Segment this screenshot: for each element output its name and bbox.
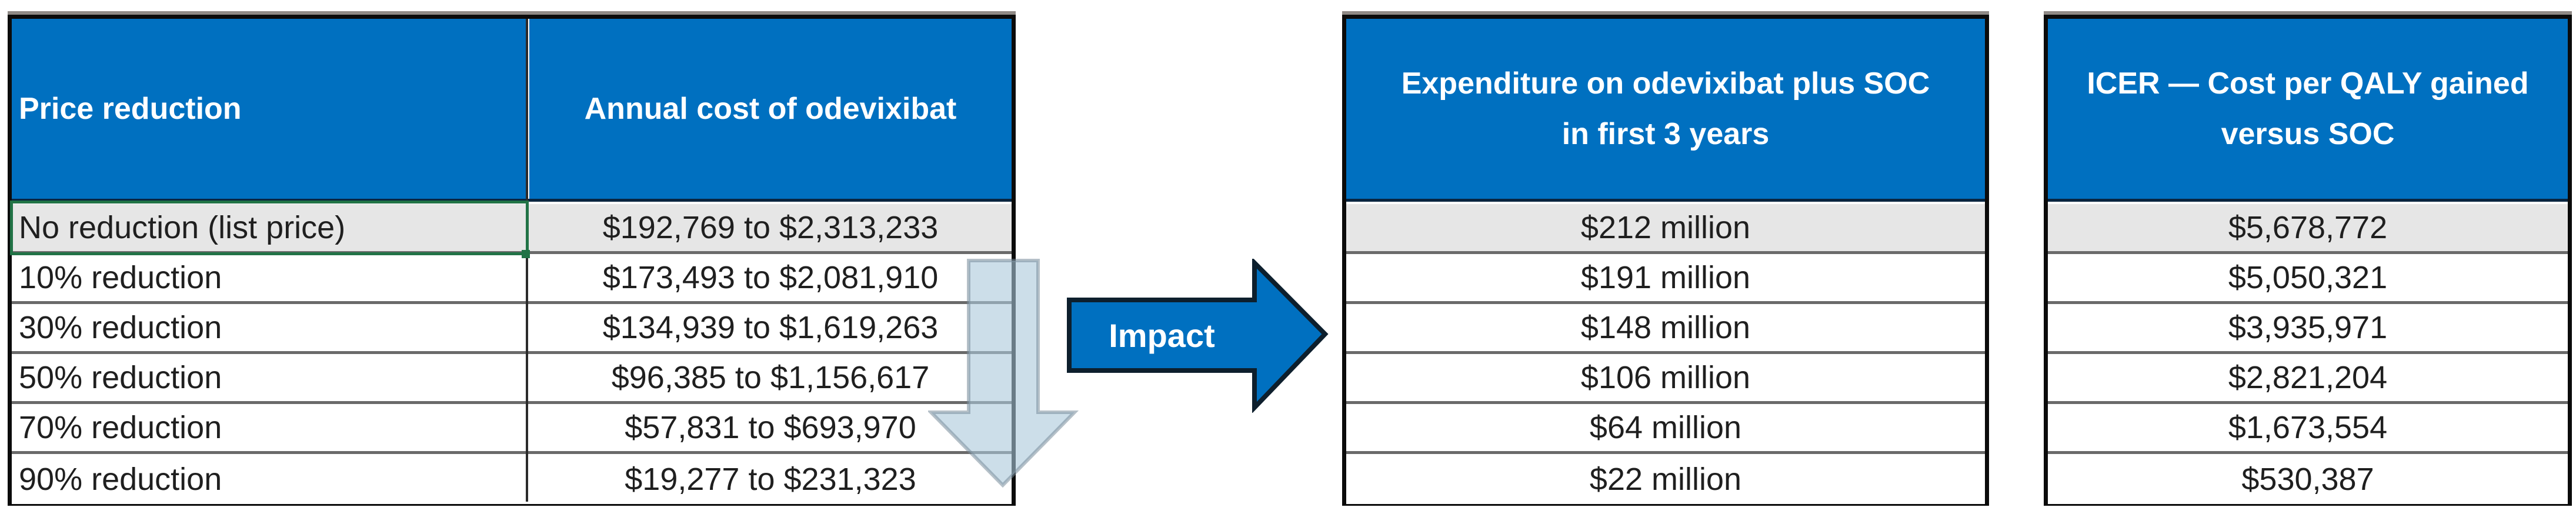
table-row[interactable]: $3,935,971 — [2048, 304, 2568, 356]
table-row[interactable]: $5,050,321 — [2048, 254, 2568, 306]
header-divider — [2048, 199, 2568, 202]
header-expenditure-line1: Expenditure on odevixibat plus SOC — [1401, 66, 1930, 101]
table-row[interactable]: $530,387 — [2048, 454, 2568, 504]
table-row[interactable]: $2,821,204 — [2048, 354, 2568, 406]
header-icer-line1: ICER — Cost per QALY gained — [2087, 66, 2529, 101]
table-row[interactable]: 70% reduction $57,831 to $693,970 — [12, 404, 1012, 456]
cell-price-reduction[interactable]: 10% reduction — [19, 260, 222, 295]
cell-expenditure[interactable]: $106 million — [1580, 360, 1751, 395]
table-row[interactable]: $191 million — [1346, 254, 1985, 306]
cell-annual-cost[interactable]: $134,939 to $1,619,263 — [602, 310, 939, 345]
cell-expenditure[interactable]: $191 million — [1580, 260, 1751, 295]
header-annual-cost-label: Annual cost of odevixibat — [584, 92, 957, 126]
cell-price-reduction[interactable]: 90% reduction — [19, 461, 222, 497]
cell-annual-cost[interactable]: $19,277 to $231,323 — [625, 461, 916, 497]
cell-annual-cost[interactable]: $96,385 to $1,156,617 — [611, 360, 930, 395]
cell-expenditure[interactable]: $22 million — [1589, 461, 1742, 497]
fill-handle[interactable] — [522, 250, 530, 258]
table-row[interactable]: $1,673,554 — [2048, 404, 2568, 456]
column-divider — [526, 19, 528, 502]
cell-annual-cost[interactable]: $192,769 to $2,313,233 — [602, 210, 939, 245]
cell-expenditure[interactable]: $64 million — [1589, 410, 1742, 445]
header-expenditure: Expenditure on odevixibat plus SOC in fi… — [1346, 19, 1985, 199]
table-row[interactable]: $212 million — [1346, 204, 1985, 256]
cell-price-reduction[interactable]: 70% reduction — [19, 410, 222, 445]
table-row[interactable]: $64 million — [1346, 404, 1985, 456]
cell-price-reduction[interactable]: 50% reduction — [19, 360, 222, 395]
table-row[interactable]: $148 million — [1346, 304, 1985, 356]
header-icer-line2: versus SOC — [2221, 117, 2395, 151]
impact-label: Impact — [1109, 316, 1215, 354]
cell-price-reduction[interactable]: No reduction (list price) — [19, 210, 346, 245]
header-expenditure-line2: in first 3 years — [1561, 117, 1770, 151]
cell-expenditure[interactable]: $148 million — [1580, 310, 1751, 345]
header-price-reduction-label: Price reduction — [19, 92, 242, 126]
cell-price-reduction[interactable]: 30% reduction — [19, 310, 222, 345]
table-row[interactable]: 30% reduction $134,939 to $1,619,263 — [12, 304, 1012, 356]
table-row[interactable]: No reduction (list price) $192,769 to $2… — [12, 204, 1012, 256]
cell-icer[interactable]: $1,673,554 — [2228, 410, 2388, 445]
cell-icer[interactable]: $3,935,971 — [2228, 310, 2388, 345]
price-reduction-table: Price reduction Annual cost of odevixiba… — [8, 11, 1016, 506]
cell-expenditure[interactable]: $212 million — [1580, 210, 1751, 245]
table-row[interactable]: $106 million — [1346, 354, 1985, 406]
expenditure-table: Expenditure on odevixibat plus SOC in fi… — [1342, 11, 1989, 506]
table-row[interactable]: 10% reduction $173,493 to $2,081,910 — [12, 254, 1012, 306]
cell-icer[interactable]: $2,821,204 — [2228, 360, 2388, 395]
icer-table: ICER — Cost per QALY gained versus SOC $… — [2044, 11, 2572, 506]
header-annual-cost: Annual cost of odevixibat — [529, 19, 1012, 199]
header-divider — [12, 199, 1012, 202]
table-row[interactable]: 50% reduction $96,385 to $1,156,617 — [12, 354, 1012, 406]
header-price-reduction: Price reduction — [12, 19, 527, 199]
impact-arrow-icon — [1067, 259, 1329, 413]
cell-icer[interactable]: $530,387 — [2241, 461, 2374, 497]
cell-annual-cost[interactable]: $57,831 to $693,970 — [625, 410, 916, 445]
down-arrow-icon — [928, 259, 1079, 488]
header-divider — [1346, 199, 1985, 202]
table-row[interactable]: $5,678,772 — [2048, 204, 2568, 256]
table-row[interactable]: $22 million — [1346, 454, 1985, 504]
cell-icer[interactable]: $5,678,772 — [2228, 210, 2388, 245]
table-row[interactable]: 90% reduction $19,277 to $231,323 — [12, 454, 1012, 504]
header-icer: ICER — Cost per QALY gained versus SOC — [2048, 19, 2568, 199]
cell-annual-cost[interactable]: $173,493 to $2,081,910 — [602, 260, 939, 295]
cell-icer[interactable]: $5,050,321 — [2228, 260, 2388, 295]
